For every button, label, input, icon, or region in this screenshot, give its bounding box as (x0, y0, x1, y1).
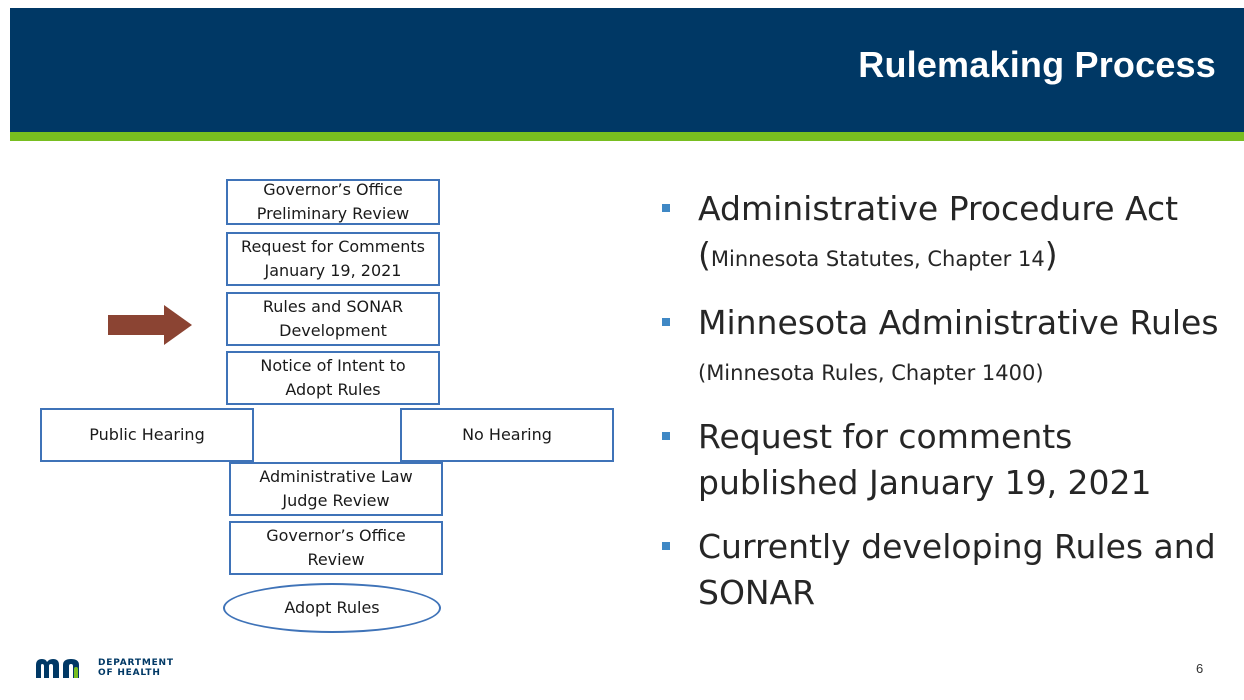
bullet-item: Currently developing Rules and SONAR (662, 524, 1222, 616)
flow-step-public-hearing: Public Hearing (40, 408, 254, 462)
title-accent-stripe (10, 132, 1244, 141)
flow-step-adopt-rules: Adopt Rules (223, 583, 441, 633)
flow-step-label: Governor’s Office Review (266, 526, 406, 569)
bullet-item: Administrative Procedure Act (Minnesota … (662, 186, 1222, 282)
flow-step-notice-of-intent: Notice of Intent to Adopt Rules (226, 351, 440, 405)
flow-step-label: Notice of Intent to Adopt Rules (260, 356, 406, 399)
slide-title: Rulemaking Process (858, 44, 1216, 85)
logo-text: DEPARTMENT OF HEALTH (98, 658, 174, 678)
bullet-main-text: Request for comments published January 1… (698, 417, 1152, 502)
flow-step-label: Administrative Law Judge Review (259, 467, 413, 510)
logo-line-2: OF HEALTH (98, 668, 161, 678)
title-bar (10, 8, 1244, 132)
bullet-item: Minnesota Administrative Rules (Minnesot… (662, 300, 1222, 396)
page-number: 6 (1196, 661, 1204, 676)
flow-step-administrative-law-judge-review: Administrative Law Judge Review (229, 462, 443, 516)
flow-step-label: Governor’s Office Preliminary Review (256, 180, 410, 223)
bullet-main-text: Minnesota Administrative Rules (698, 303, 1219, 342)
flow-step-label: Request for Comments January 19, 2021 (241, 237, 425, 280)
bullet-detail-text: Minnesota Statutes, Chapter 14 (710, 247, 1045, 271)
bullet-main-text: Currently developing Rules and SONAR (698, 527, 1216, 612)
bullet-marker-icon (662, 542, 670, 550)
department-of-health-logo: DEPARTMENT OF HEALTH (34, 656, 174, 680)
flow-step-label: Adopt Rules (284, 598, 380, 617)
flow-step-label: No Hearing (462, 425, 552, 444)
bullet-item: Request for comments published January 1… (662, 414, 1222, 506)
flow-step-governor-review: Governor’s Office Review (229, 521, 443, 575)
flow-step-rules-and-sonar-development: Rules and SONAR Development (226, 292, 440, 346)
logo-line-1: DEPARTMENT (98, 658, 174, 668)
bullet-main-text: Administrative Procedure Act (698, 189, 1179, 228)
mn-logo-icon (36, 659, 79, 678)
arrow-right-icon (108, 305, 192, 345)
bullet-open-paren: ( (698, 235, 711, 274)
bullet-marker-icon (662, 432, 670, 440)
flow-step-request-for-comments: Request for Comments January 19, 2021 (226, 232, 440, 286)
flow-step-no-hearing: No Hearing (400, 408, 614, 462)
bullet-close-paren: ) (1044, 235, 1058, 274)
bullet-marker-icon (662, 318, 670, 326)
flow-step-label: Rules and SONAR Development (262, 297, 404, 340)
flow-step-governor-preliminary-review: Governor’s Office Preliminary Review (226, 179, 440, 225)
flow-step-label: Public Hearing (89, 425, 205, 444)
bullet-marker-icon (662, 204, 670, 212)
bullet-detail-text: (Minnesota Rules, Chapter 1400) (698, 361, 1044, 385)
bullet-list: Administrative Procedure Act (Minnesota … (662, 186, 1222, 634)
